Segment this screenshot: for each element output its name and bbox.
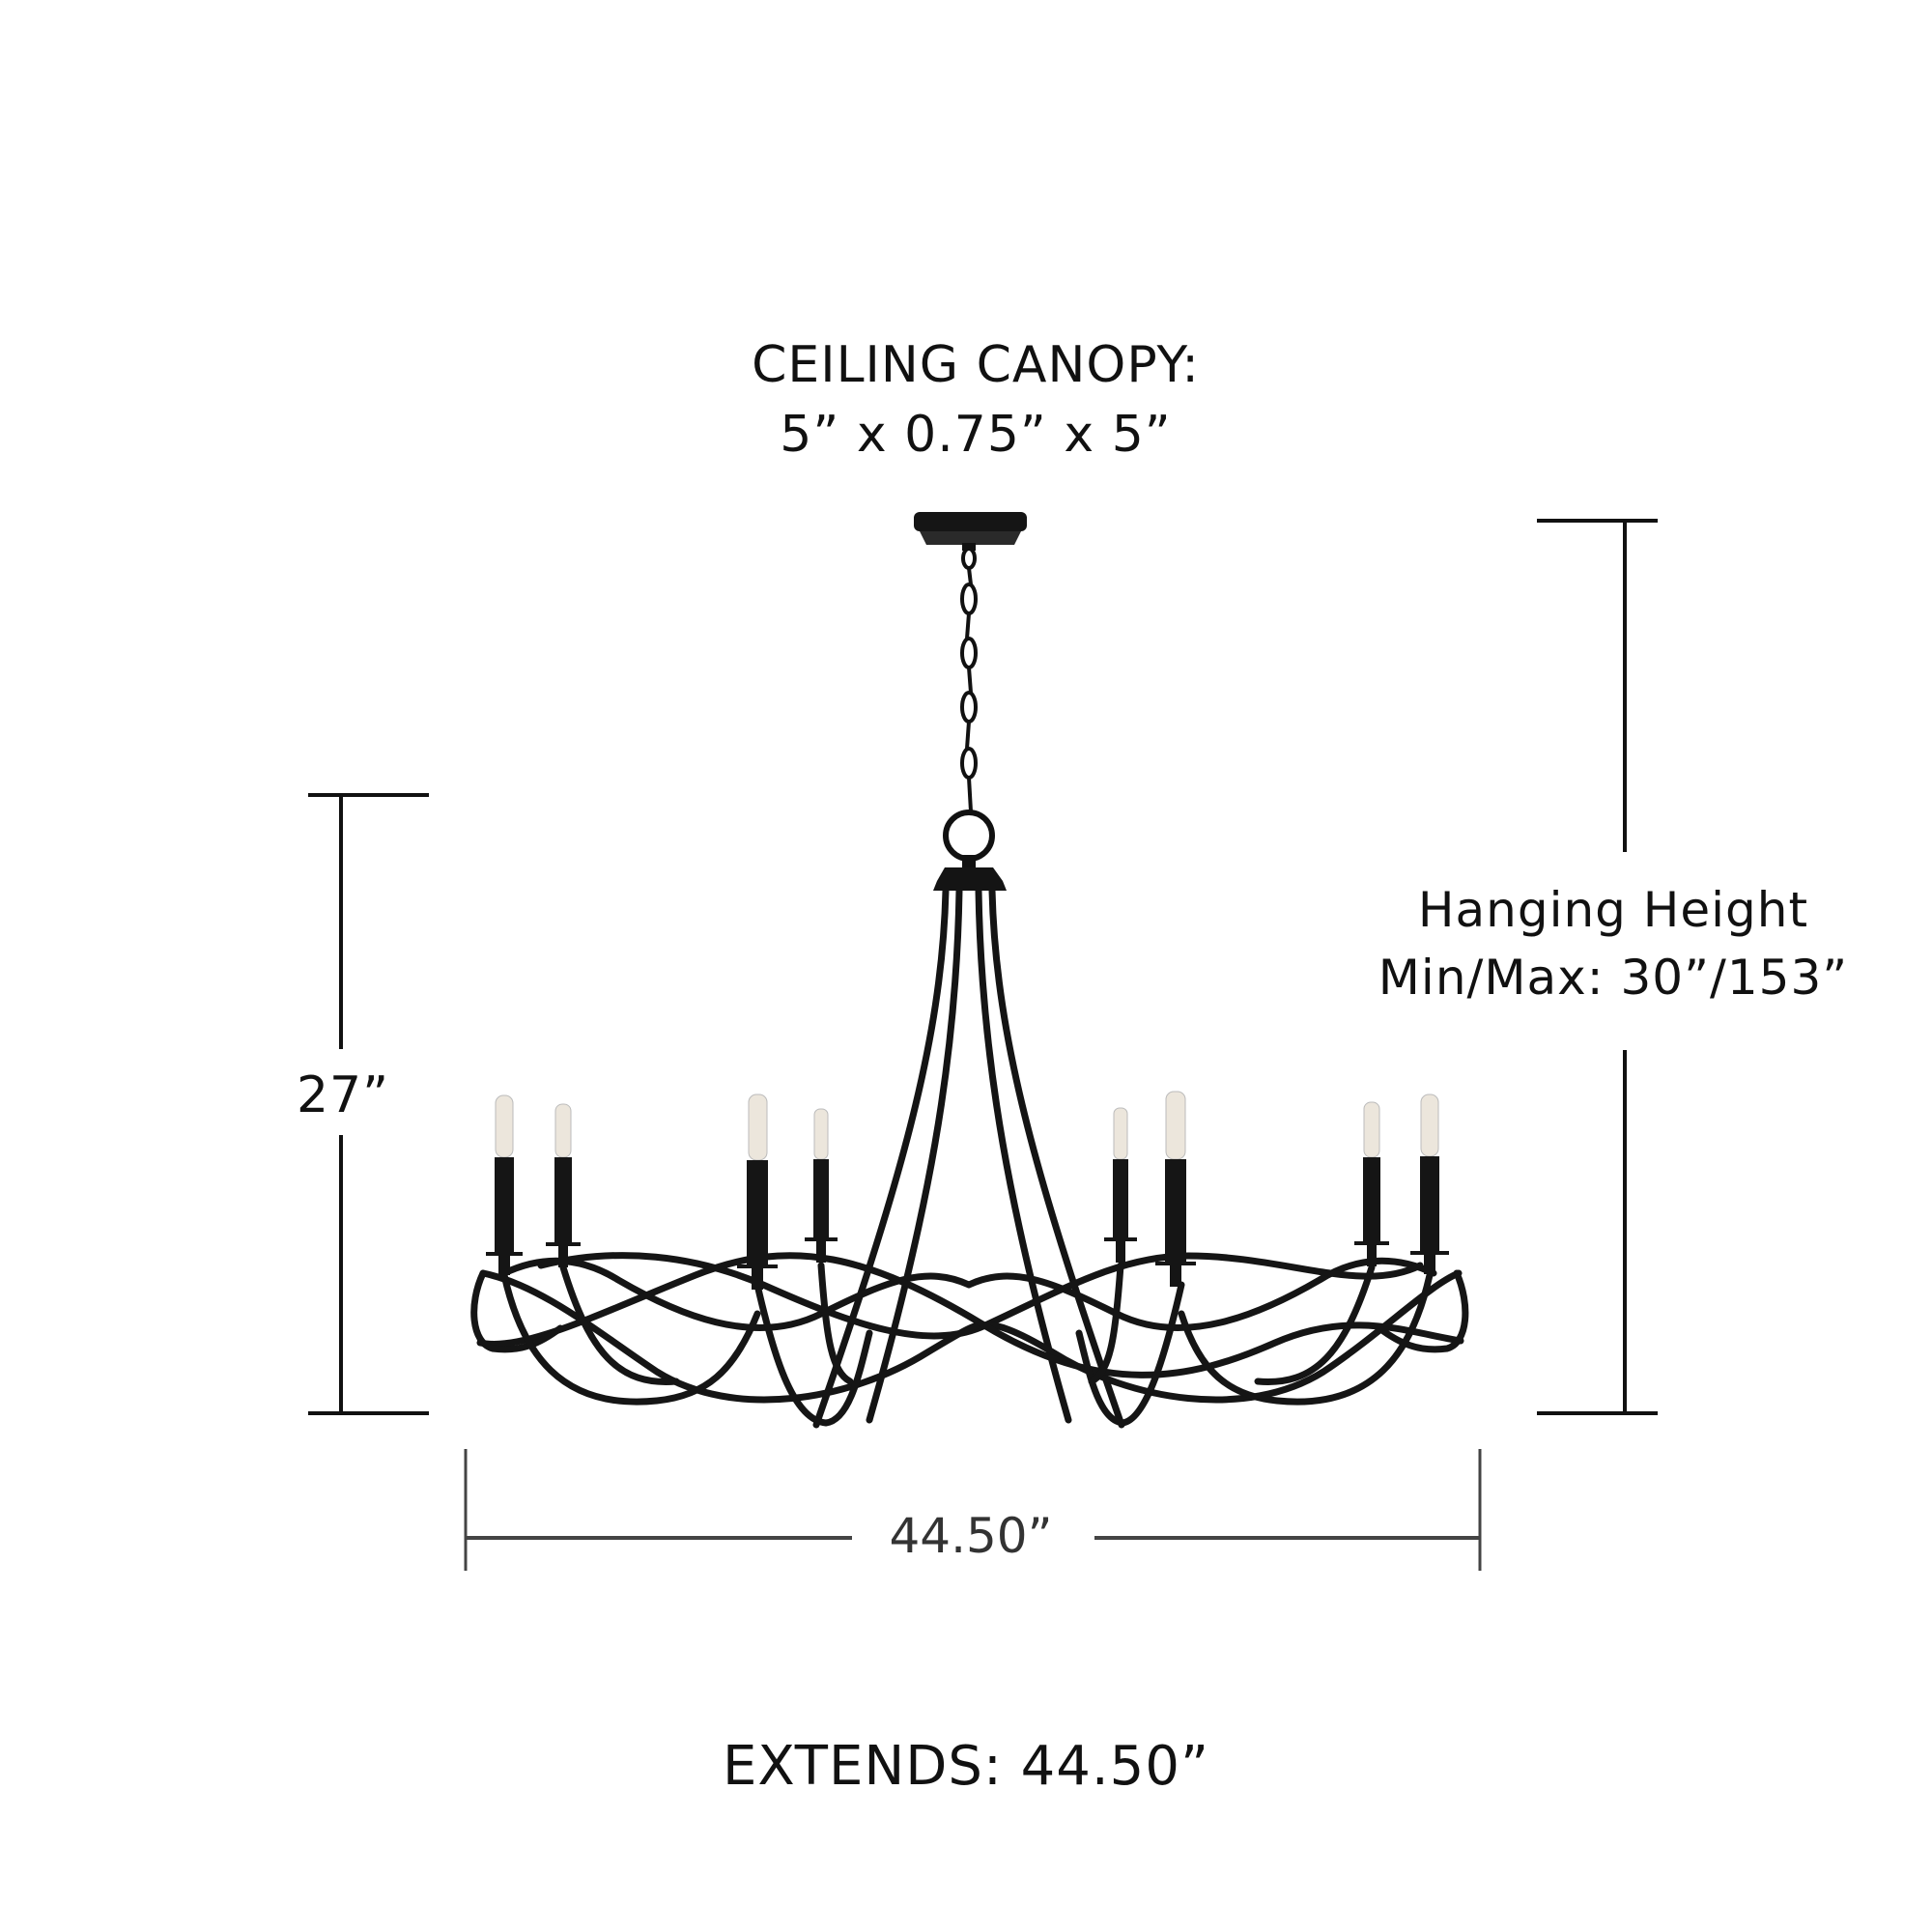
- stem-arms: [812, 887, 1125, 1429]
- chain-icon: [943, 547, 995, 862]
- candle-2: [546, 1103, 581, 1267]
- candle-3: [737, 1094, 778, 1290]
- fixture-width-label: 44.50”: [889, 1508, 1053, 1564]
- hanging-height-values: Min/Max: 30”/153”: [1378, 950, 1849, 1006]
- hanging-height-label: Hanging Height: [1417, 882, 1809, 938]
- candle-lights: [486, 1091, 1449, 1290]
- candle-1: [486, 1094, 523, 1275]
- candle-4: [805, 1108, 838, 1263]
- candle-7: [1354, 1101, 1389, 1266]
- fixture-height-label: 27”: [296, 1066, 390, 1124]
- canopy-title: CEILING CANOPY:: [752, 336, 1200, 394]
- hub-icon: [933, 855, 1007, 891]
- fixture-height-bracket: [308, 793, 429, 1415]
- fixture-width-bracket: [464, 1449, 1482, 1571]
- candle-5: [1104, 1107, 1137, 1263]
- hanging-height-bracket: [1537, 519, 1658, 1415]
- candle-6: [1155, 1091, 1196, 1287]
- canopy-dimensions: 5” x 0.75” x 5”: [780, 406, 1172, 464]
- extends-label: EXTENDS: 44.50”: [723, 1735, 1209, 1798]
- ceiling-canopy-icon: [914, 512, 1027, 551]
- wavy-ring-band: [470, 1252, 1469, 1427]
- candle-8: [1410, 1094, 1449, 1274]
